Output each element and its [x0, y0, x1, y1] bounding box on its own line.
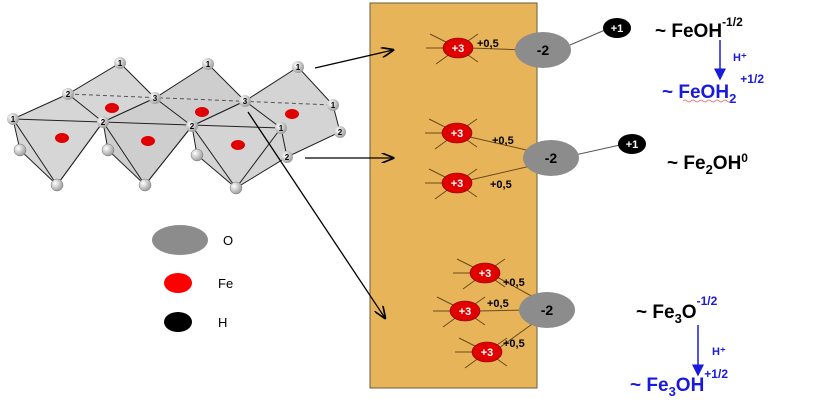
legend-swatch-fe — [164, 273, 192, 293]
legend-swatch-o — [152, 225, 208, 255]
formula-fe2oh: ~ Fe2OH0 — [667, 151, 748, 177]
labelled-vertices: 1 2 3 1 2 1 3 2 1 1 1 2 2 — [7, 57, 346, 163]
svg-text:+1: +1 — [611, 23, 624, 35]
svg-text:+0,5: +0,5 — [503, 277, 525, 289]
vertex-label: 2 — [66, 90, 71, 99]
vertex-label: 1 — [331, 101, 336, 110]
fe-atoms-structure — [55, 103, 299, 150]
pointer-arrows — [247, 50, 393, 318]
h-atoms: +1 +1 — [603, 18, 646, 154]
fe-charge: +3 — [459, 306, 472, 318]
vertex-label: 1 — [11, 115, 16, 124]
svg-text:-2: -2 — [541, 302, 554, 318]
fe-atoms: +3 +3 +3 +3 +3 +3 — [441, 37, 503, 363]
bond-valence-labels: +0,5 +0,5 +0,5 +0,5 +0,5 +0,5 — [477, 38, 525, 350]
fe-atom: +3 — [469, 262, 501, 284]
fe-atom: +3 — [442, 37, 474, 59]
fe-charge: +3 — [481, 347, 494, 359]
svg-text:+0,5: +0,5 — [487, 298, 509, 310]
fe-charge: +3 — [452, 43, 465, 55]
vertex-label: 1 — [206, 60, 211, 69]
formula-fe3oh: ~ Fe3OH+1/2 — [630, 367, 728, 399]
oxygen-spheres — [13, 143, 243, 195]
fe-atom: +3 — [441, 172, 473, 194]
vertex-label: 3 — [243, 97, 248, 106]
legend-label-fe: Fe — [218, 276, 233, 291]
fe-atom: +3 — [471, 341, 503, 363]
h-atom: +1 — [603, 18, 631, 38]
vertex-label: 1 — [118, 59, 123, 68]
legend: O Fe H — [152, 225, 233, 332]
o-atom: -2 — [523, 140, 579, 176]
svg-text:-2: -2 — [545, 150, 558, 166]
h-plus-label: H⁺ — [712, 346, 726, 358]
vertex-label: 3 — [153, 94, 158, 103]
o-atom: -2 — [515, 32, 571, 68]
vertex-label: 1 — [279, 124, 284, 133]
vertex-label: 2 — [101, 118, 106, 127]
vertex-label: 2 — [190, 122, 195, 131]
octahedra-chain — [12, 62, 341, 189]
legend-label-o: O — [223, 233, 233, 248]
formula-feoh2: ~ FeOH2+1/2 — [662, 72, 764, 106]
fe-charge: +3 — [479, 268, 492, 280]
fe-charge: +3 — [451, 178, 464, 190]
legend-swatch-h — [164, 312, 192, 332]
vertex-label: 2 — [285, 153, 290, 162]
h-plus-label: H⁺ — [733, 52, 747, 64]
svg-text:+0,5: +0,5 — [492, 135, 514, 147]
formula-fe3o: ~ Fe3O-1/2 — [636, 294, 718, 326]
legend-label-h: H — [218, 315, 227, 330]
svg-text:+0,5: +0,5 — [477, 38, 499, 50]
vertex-label: 2 — [338, 128, 343, 137]
fe-charge: +3 — [451, 128, 464, 140]
fe-atom: +3 — [441, 122, 473, 144]
o-atom: -2 — [519, 292, 575, 328]
svg-text:+0,5: +0,5 — [503, 338, 525, 350]
spellcheck-underline — [682, 99, 732, 103]
vertex-label: 1 — [296, 63, 301, 72]
fe-atom: +3 — [449, 300, 481, 322]
o-atoms: -2 -2 -2 — [515, 32, 579, 328]
svg-text:+0,5: +0,5 — [490, 179, 512, 191]
formula-feoh: ~ FeOH-1/2 — [655, 15, 743, 42]
surface-panel — [369, 2, 538, 389]
h-atom: +1 — [618, 134, 646, 154]
formulas: ~ FeOH-1/2 H⁺ ~ FeOH2+1/2 ~ Fe2OH0 ~ Fe3… — [630, 15, 764, 399]
svg-text:-2: -2 — [537, 42, 550, 58]
svg-text:+1: +1 — [626, 139, 639, 151]
